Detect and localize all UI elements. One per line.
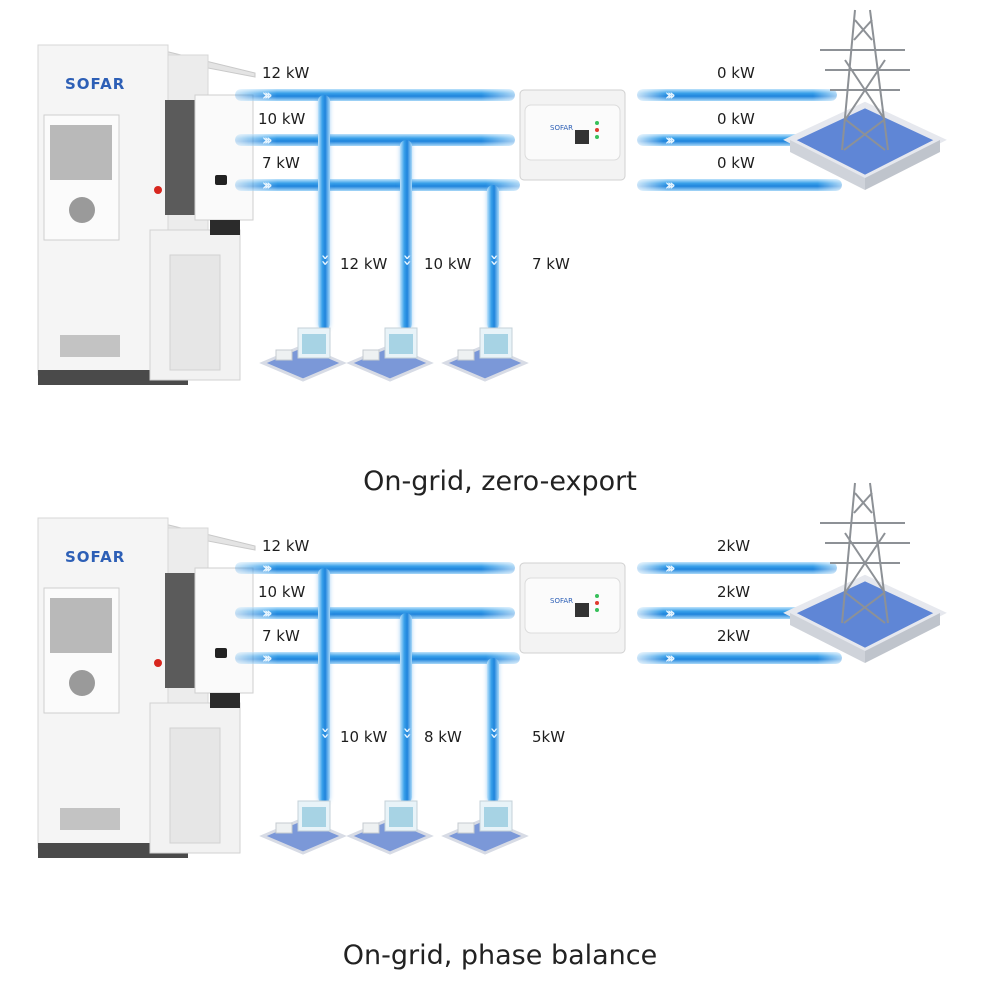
meter-brand-label: SOFAR [550, 124, 573, 132]
flow-line-phase-c [235, 652, 520, 664]
flow-arrow-icon: ››› [665, 131, 675, 149]
smart-meter-icon [519, 89, 626, 181]
flow-down-arrow-icon: ›› [316, 727, 333, 739]
load-flow-label-1: 12 kW [340, 255, 388, 273]
building-load-icon [259, 327, 347, 382]
inverter-phase-c-label: 7 kW [262, 154, 300, 172]
flow-line-phase-b [235, 607, 515, 619]
grid-flow-line-a [637, 89, 837, 101]
flow-arrow-icon: ››› [262, 604, 272, 622]
inverter-phase-b-label: 10 kW [258, 110, 306, 128]
load-flow-label-3: 5kW [532, 728, 566, 746]
phase-balance-diagram: SOFAR 12 kW 10 kW 7 kW ››› ››› ››› ›› ››… [0, 473, 1000, 943]
flow-arrow-icon: ››› [665, 176, 675, 194]
grid-flow-line-c [637, 179, 842, 191]
building-load-icon [346, 800, 434, 855]
flow-arrow-icon: ››› [665, 649, 675, 667]
flow-arrow-icon: ››› [665, 604, 675, 622]
flow-arrow-icon: ››› [262, 559, 272, 577]
flow-arrow-icon: ››› [262, 131, 272, 149]
building-load-icon [441, 327, 529, 382]
diagram-caption-zero-export: On-grid, zero-export [363, 466, 637, 497]
load-drop-line-1 [318, 568, 330, 803]
load-flow-label-1: 10 kW [340, 728, 388, 746]
flow-arrow-icon: ››› [665, 559, 675, 577]
building-load-icon [346, 327, 434, 382]
inverter-phase-a-label: 12 kW [262, 537, 310, 555]
inverter-phase-a-label: 12 kW [262, 64, 310, 82]
battery-cabinet-icon [37, 44, 256, 385]
building-load-icon [441, 800, 529, 855]
grid-flow-line-c [637, 652, 842, 664]
battery-cabinet-icon [37, 517, 256, 858]
grid-flow-label-b: 2kW [717, 583, 751, 601]
load-flow-label-2: 10 kW [424, 255, 472, 273]
flow-down-arrow-icon: ›› [398, 254, 415, 266]
flow-arrow-icon: ››› [262, 176, 272, 194]
flow-line-phase-a [235, 89, 515, 101]
load-drop-line-3 [487, 658, 499, 803]
flow-down-arrow-icon: ›› [316, 254, 333, 266]
grid-flow-label-c: 2kW [717, 627, 751, 645]
grid-flow-label-c: 0 kW [717, 154, 755, 172]
load-drop-line-1 [318, 95, 330, 330]
grid-flow-line-b [637, 607, 812, 619]
load-flow-label-2: 8 kW [424, 728, 462, 746]
inverter-phase-b-label: 10 kW [258, 583, 306, 601]
cabinet-brand-label: SOFAR [65, 75, 126, 93]
grid-flow-line-a [637, 562, 837, 574]
zero-export-diagram: SOFAR 12 kW 10 kW 7 kW ››› ››› ››› ›› ››… [0, 0, 1000, 470]
building-load-icon [259, 800, 347, 855]
load-drop-line-2 [400, 140, 412, 330]
transmission-tower-icon [783, 9, 947, 190]
flow-line-phase-a [235, 562, 515, 574]
inverter-phase-c-label: 7 kW [262, 627, 300, 645]
grid-flow-label-a: 2kW [717, 537, 751, 555]
grid-flow-line-b [637, 134, 812, 146]
transmission-tower-icon [783, 482, 947, 663]
load-drop-line-3 [487, 185, 499, 330]
flow-arrow-icon: ››› [262, 649, 272, 667]
flow-down-arrow-icon: ›› [398, 727, 415, 739]
flow-line-phase-b [235, 134, 515, 146]
load-flow-label-3: 7 kW [532, 255, 570, 273]
meter-brand-label: SOFAR [550, 597, 573, 605]
cabinet-brand-label: SOFAR [65, 548, 126, 566]
load-drop-line-2 [400, 613, 412, 803]
flow-arrow-icon: ››› [262, 86, 272, 104]
flow-line-phase-c [235, 179, 520, 191]
flow-down-arrow-icon: ›› [485, 727, 502, 739]
flow-down-arrow-icon: ›› [485, 254, 502, 266]
flow-arrow-icon: ››› [665, 86, 675, 104]
grid-flow-label-b: 0 kW [717, 110, 755, 128]
grid-flow-label-a: 0 kW [717, 64, 755, 82]
smart-meter-icon [519, 562, 626, 654]
diagram-caption-phase-balance: On-grid, phase balance [342, 940, 658, 971]
